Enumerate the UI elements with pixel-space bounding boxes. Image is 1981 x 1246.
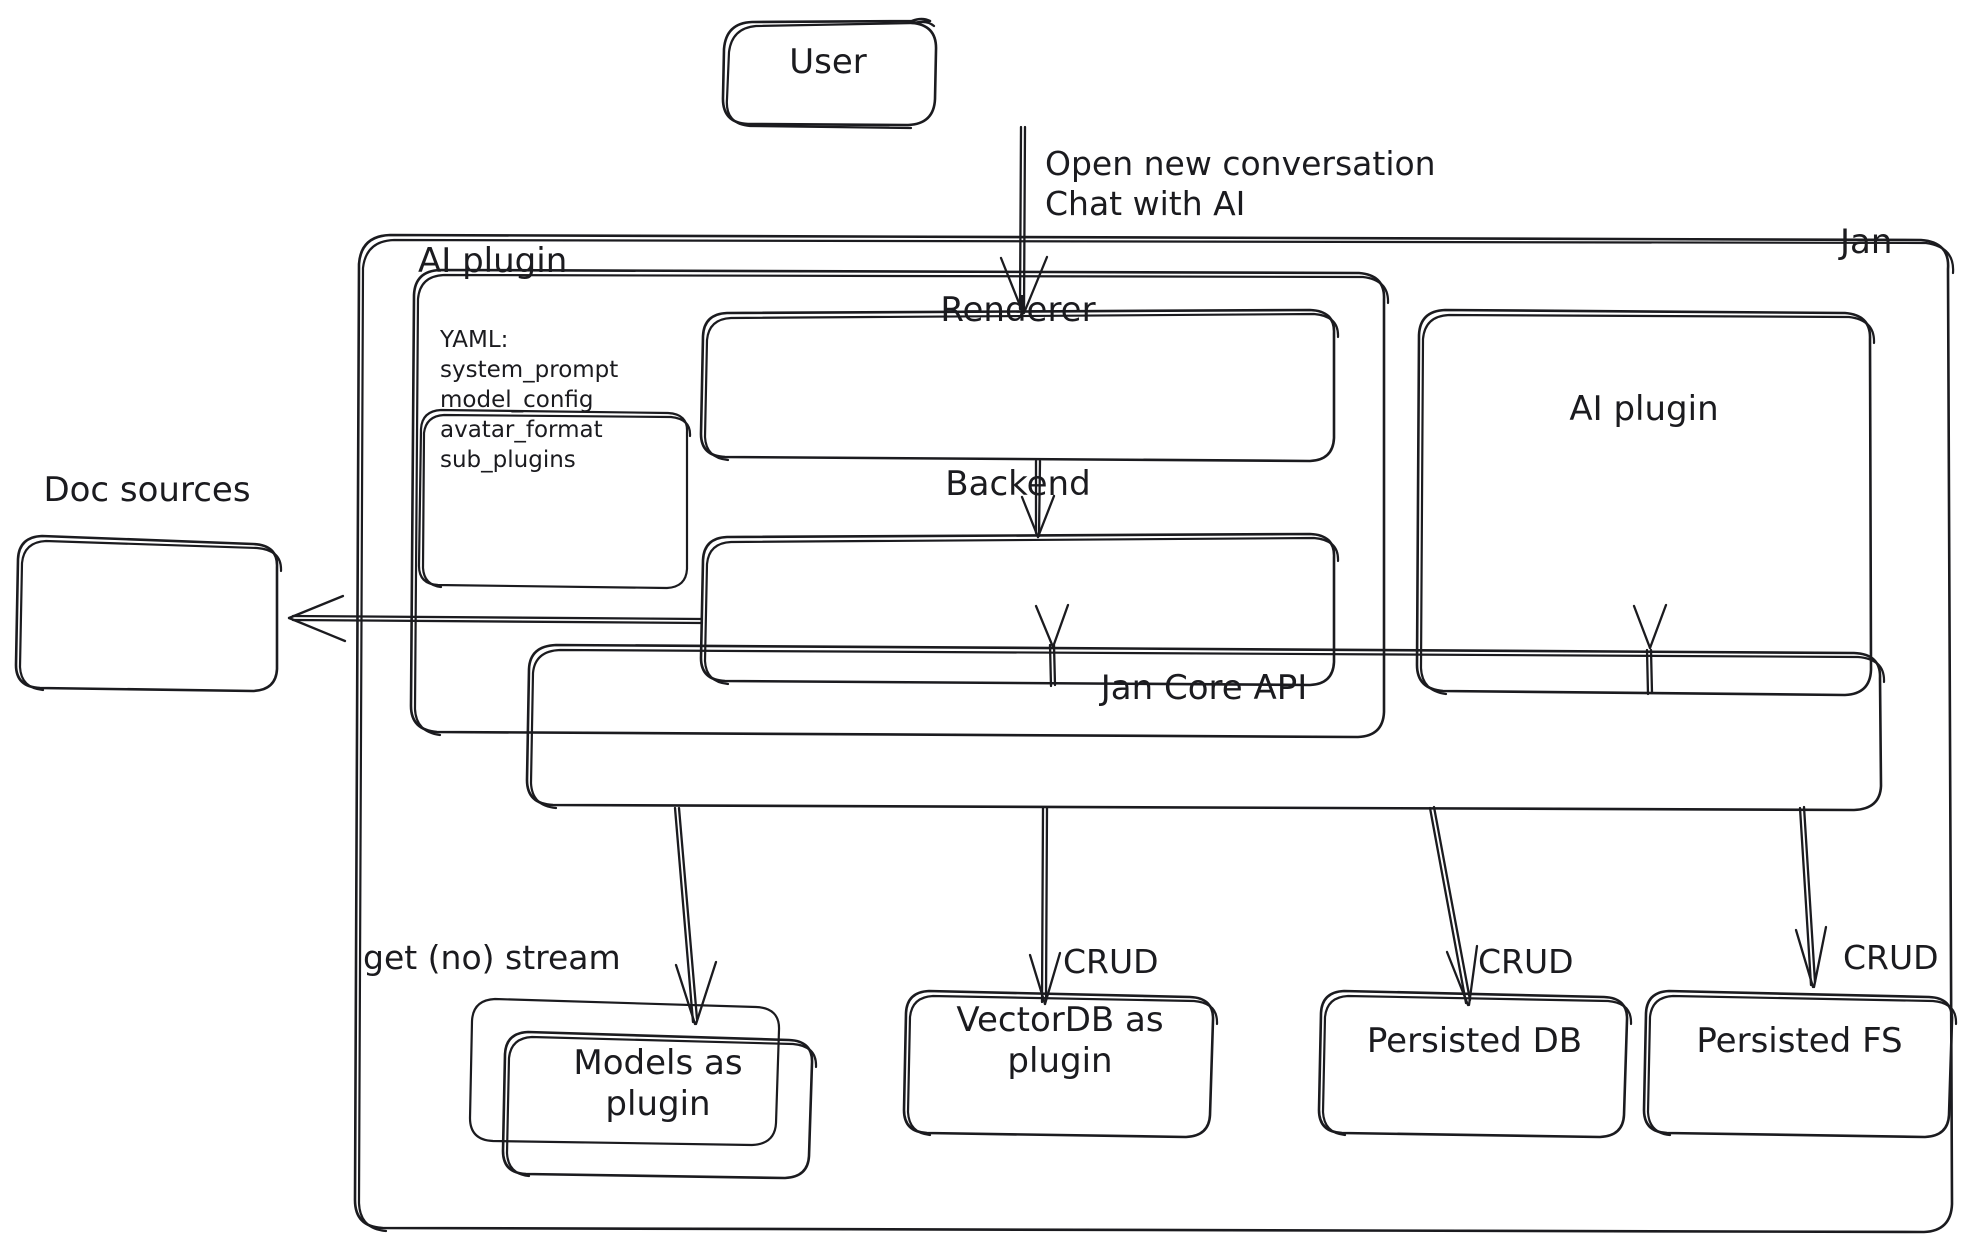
node-persisted-fs-shape [1642, 989, 1958, 1139]
node-jan-core-api-shape [525, 643, 1886, 812]
yaml-card-shape [417, 408, 692, 590]
node-user-shape [721, 17, 938, 130]
node-doc-sources-shape [14, 534, 283, 693]
edge-core-to-persisted-db-arrow [1428, 805, 1479, 1007]
node-renderer-shape [699, 308, 1340, 463]
node-backend-shape [699, 532, 1340, 687]
edge-backend-to-core-arrow [1034, 603, 1070, 688]
edge-renderer-to-backend-arrow [1020, 459, 1056, 539]
edge-user-to-renderer-arrow [999, 125, 1049, 315]
edge-core-to-persisted-fs-arrow [1794, 805, 1828, 989]
node-models-as-plugin-shape [468, 997, 818, 1180]
node-vectordb-as-plugin-shape [902, 989, 1219, 1139]
container-jan-shape [353, 233, 1955, 1234]
node-persisted-db-shape [1317, 989, 1633, 1139]
edge-backend-to-doc-sources-arrow [287, 594, 704, 643]
container-ai-plugin-group-shape [409, 268, 1390, 739]
edge-aiplugin-to-core-arrow [1632, 603, 1668, 696]
edge-core-to-models-arrow [673, 806, 718, 1026]
node-ai-plugin-shape [1415, 308, 1876, 697]
edge-core-to-vectordb-arrow [1028, 806, 1062, 1006]
